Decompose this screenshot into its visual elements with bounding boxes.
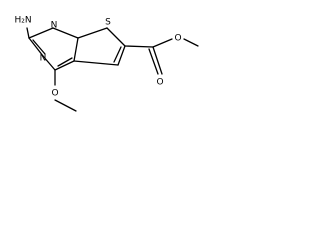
bond-c4a-c7a bbox=[73, 37, 79, 62]
bond-nh2-c2 bbox=[26, 27, 30, 39]
bond-c4-c4a-double bbox=[57, 57, 73, 67]
molecule-structure: H₂N N N S O O O bbox=[14, 16, 199, 112]
atom-n-left: N bbox=[40, 54, 47, 64]
bond-c2-n-left-b bbox=[32, 39, 46, 55]
atom-n-top: N bbox=[51, 21, 58, 31]
bond-c7a-s bbox=[77, 27, 108, 39]
bond-o-methoxy-ch3 bbox=[54, 99, 77, 112]
atom-labels: H₂N N N S O O O bbox=[14, 16, 181, 99]
bond-c2-n-left-a bbox=[28, 37, 44, 57]
bond-carbonyl-o-double-b bbox=[148, 48, 159, 75]
bond-c6-c5 bbox=[117, 45, 126, 66]
bond-o-single-ch3 bbox=[183, 38, 199, 47]
bond-n-left-c4 bbox=[42, 55, 56, 71]
bond-n-top-c7a bbox=[52, 27, 79, 39]
bond-lines bbox=[26, 27, 199, 112]
atom-nh2: H₂N bbox=[14, 16, 31, 26]
bond-c6-c5-double bbox=[113, 46, 122, 63]
atom-o-ester-single: O bbox=[174, 34, 181, 44]
bond-c6-carbonyl bbox=[124, 45, 154, 48]
bond-carbonyl-o-double-a bbox=[152, 46, 163, 75]
bond-c5-c4a bbox=[73, 60, 119, 66]
atom-o-methoxy: O bbox=[51, 89, 58, 99]
bond-c4-c4a bbox=[54, 60, 75, 71]
bond-carbonyl-o-single bbox=[152, 38, 173, 48]
atom-s-ring: S bbox=[105, 18, 111, 28]
atom-o-ester-double: O bbox=[156, 78, 163, 88]
bond-s-c6 bbox=[106, 27, 126, 47]
bond-c2-n-top bbox=[28, 27, 54, 39]
